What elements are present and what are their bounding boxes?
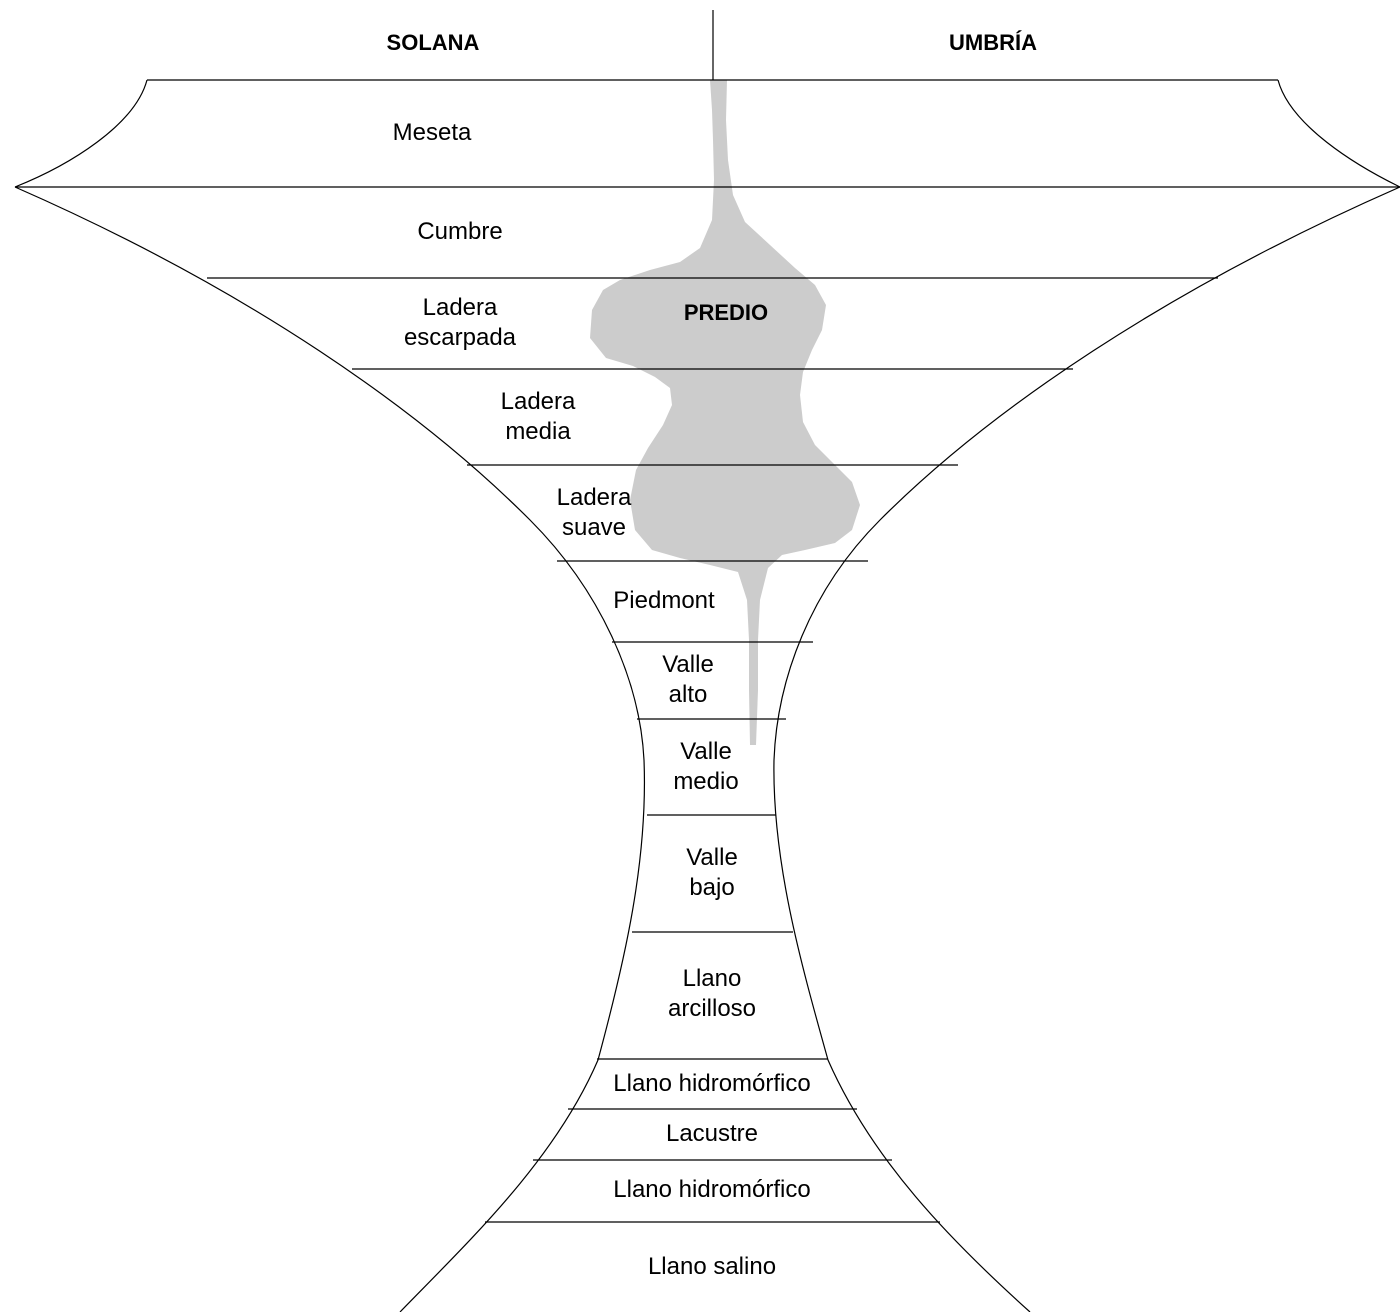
zone-labels: Meseta Cumbre Ladera escarpada Ladera me… [393,119,811,1280]
zone-label-lacustre: Lacustre [666,1120,758,1147]
zone-label-llano-arcilloso: arcilloso [668,995,756,1022]
header-umbria: UMBRÍA [949,30,1037,55]
zone-label-valle-bajo: Valle [686,844,738,871]
zone-label-valle-alto: alto [669,681,708,708]
header-solana: SOLANA [387,30,480,55]
zone-label-ladera-media: media [505,418,571,445]
zone-label-ladera-suave: suave [562,514,626,541]
zone-label-cumbre: Cumbre [417,218,502,245]
valley-right-side [773,186,1400,1312]
zone-label-llano-hidromorfico-2: Llano hidromórfico [613,1176,810,1203]
zone-label-valle-alto: Valle [662,651,714,678]
predio-area [590,80,860,745]
zone-label-llano-hidromorfico-1: Llano hidromórfico [613,1070,810,1097]
zone-label-valle-bajo: bajo [689,874,734,901]
zone-label-ladera-media: Ladera [501,388,576,415]
zone-label-llano-arcilloso: Llano [683,965,742,992]
zone-label-valle-medio: medio [673,768,738,795]
predio-label: PREDIO [684,300,768,325]
zone-boundaries [15,186,1400,1223]
zone-label-ladera-escarpada: escarpada [404,324,517,351]
zone-label-ladera-escarpada: Ladera [423,294,498,321]
zone-label-meseta: Meseta [393,119,472,146]
zone-label-piedmont: Piedmont [613,587,715,614]
zone-label-llano-salino: Llano salino [648,1253,776,1280]
zone-label-valle-medio: Valle [680,738,732,765]
valley-left-side [14,186,646,1312]
meseta-outline [14,79,1400,188]
zone-label-ladera-suave: Ladera [557,484,632,511]
